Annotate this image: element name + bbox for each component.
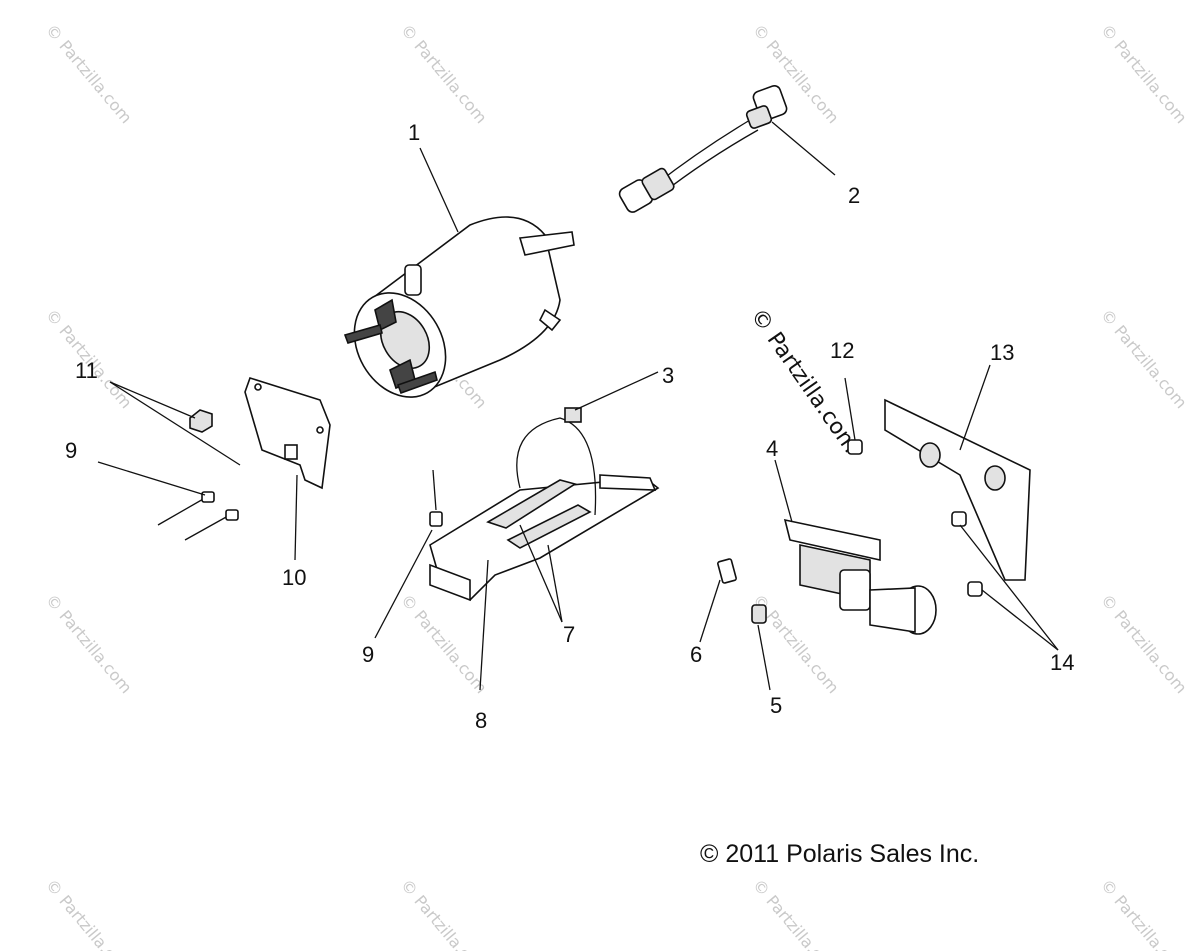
callout-7: 7 bbox=[563, 622, 575, 647]
watermark: © Partzilla.com bbox=[749, 875, 843, 951]
watermark: © Partzilla.com bbox=[1097, 590, 1191, 697]
callout-5: 5 bbox=[770, 693, 782, 718]
watermark: © Partzilla.com bbox=[397, 875, 491, 951]
watermark: © Partzilla.com bbox=[397, 20, 491, 127]
starter-drive bbox=[717, 518, 937, 635]
watermark: © Partzilla.com bbox=[42, 20, 136, 127]
callout-1: 1 bbox=[408, 120, 420, 145]
wire-pins-left bbox=[157, 491, 239, 541]
callout-14: 14 bbox=[1050, 650, 1074, 675]
nut bbox=[189, 409, 213, 433]
watermark: © Partzilla.com bbox=[1097, 305, 1191, 412]
callout-labels: 1 2 3 4 5 6 7 8 9 9 10 11 12 13 14 bbox=[65, 120, 1074, 733]
mounting-bracket bbox=[244, 377, 331, 490]
copyright-notice: © 2011 Polaris Sales Inc. bbox=[700, 840, 980, 868]
leader-lines bbox=[97, 121, 1059, 691]
callout-6: 6 bbox=[690, 642, 702, 667]
starter-tray bbox=[429, 407, 660, 602]
watermark: © Partzilla.com bbox=[42, 875, 136, 951]
callout-10: 10 bbox=[282, 565, 306, 590]
battery-cable bbox=[618, 85, 788, 213]
callout-3: 3 bbox=[662, 363, 674, 388]
watermark: © Partzilla.com bbox=[42, 590, 136, 697]
callout-9-left: 9 bbox=[65, 438, 77, 463]
callout-12: 12 bbox=[830, 338, 854, 363]
watermark: © Partzilla.com bbox=[1097, 20, 1191, 127]
watermark: © Partzilla.com bbox=[397, 590, 491, 697]
callout-8: 8 bbox=[475, 708, 487, 733]
starter-motor bbox=[343, 216, 575, 398]
callout-13: 13 bbox=[990, 340, 1014, 365]
callout-4: 4 bbox=[766, 436, 778, 461]
callout-11: 11 bbox=[75, 358, 98, 383]
drive-bracket bbox=[847, 398, 1031, 597]
callout-2: 2 bbox=[848, 183, 860, 208]
watermark: © Partzilla.com bbox=[1097, 875, 1191, 951]
wire-pin-center bbox=[429, 469, 443, 527]
callout-9-center: 9 bbox=[362, 642, 374, 667]
